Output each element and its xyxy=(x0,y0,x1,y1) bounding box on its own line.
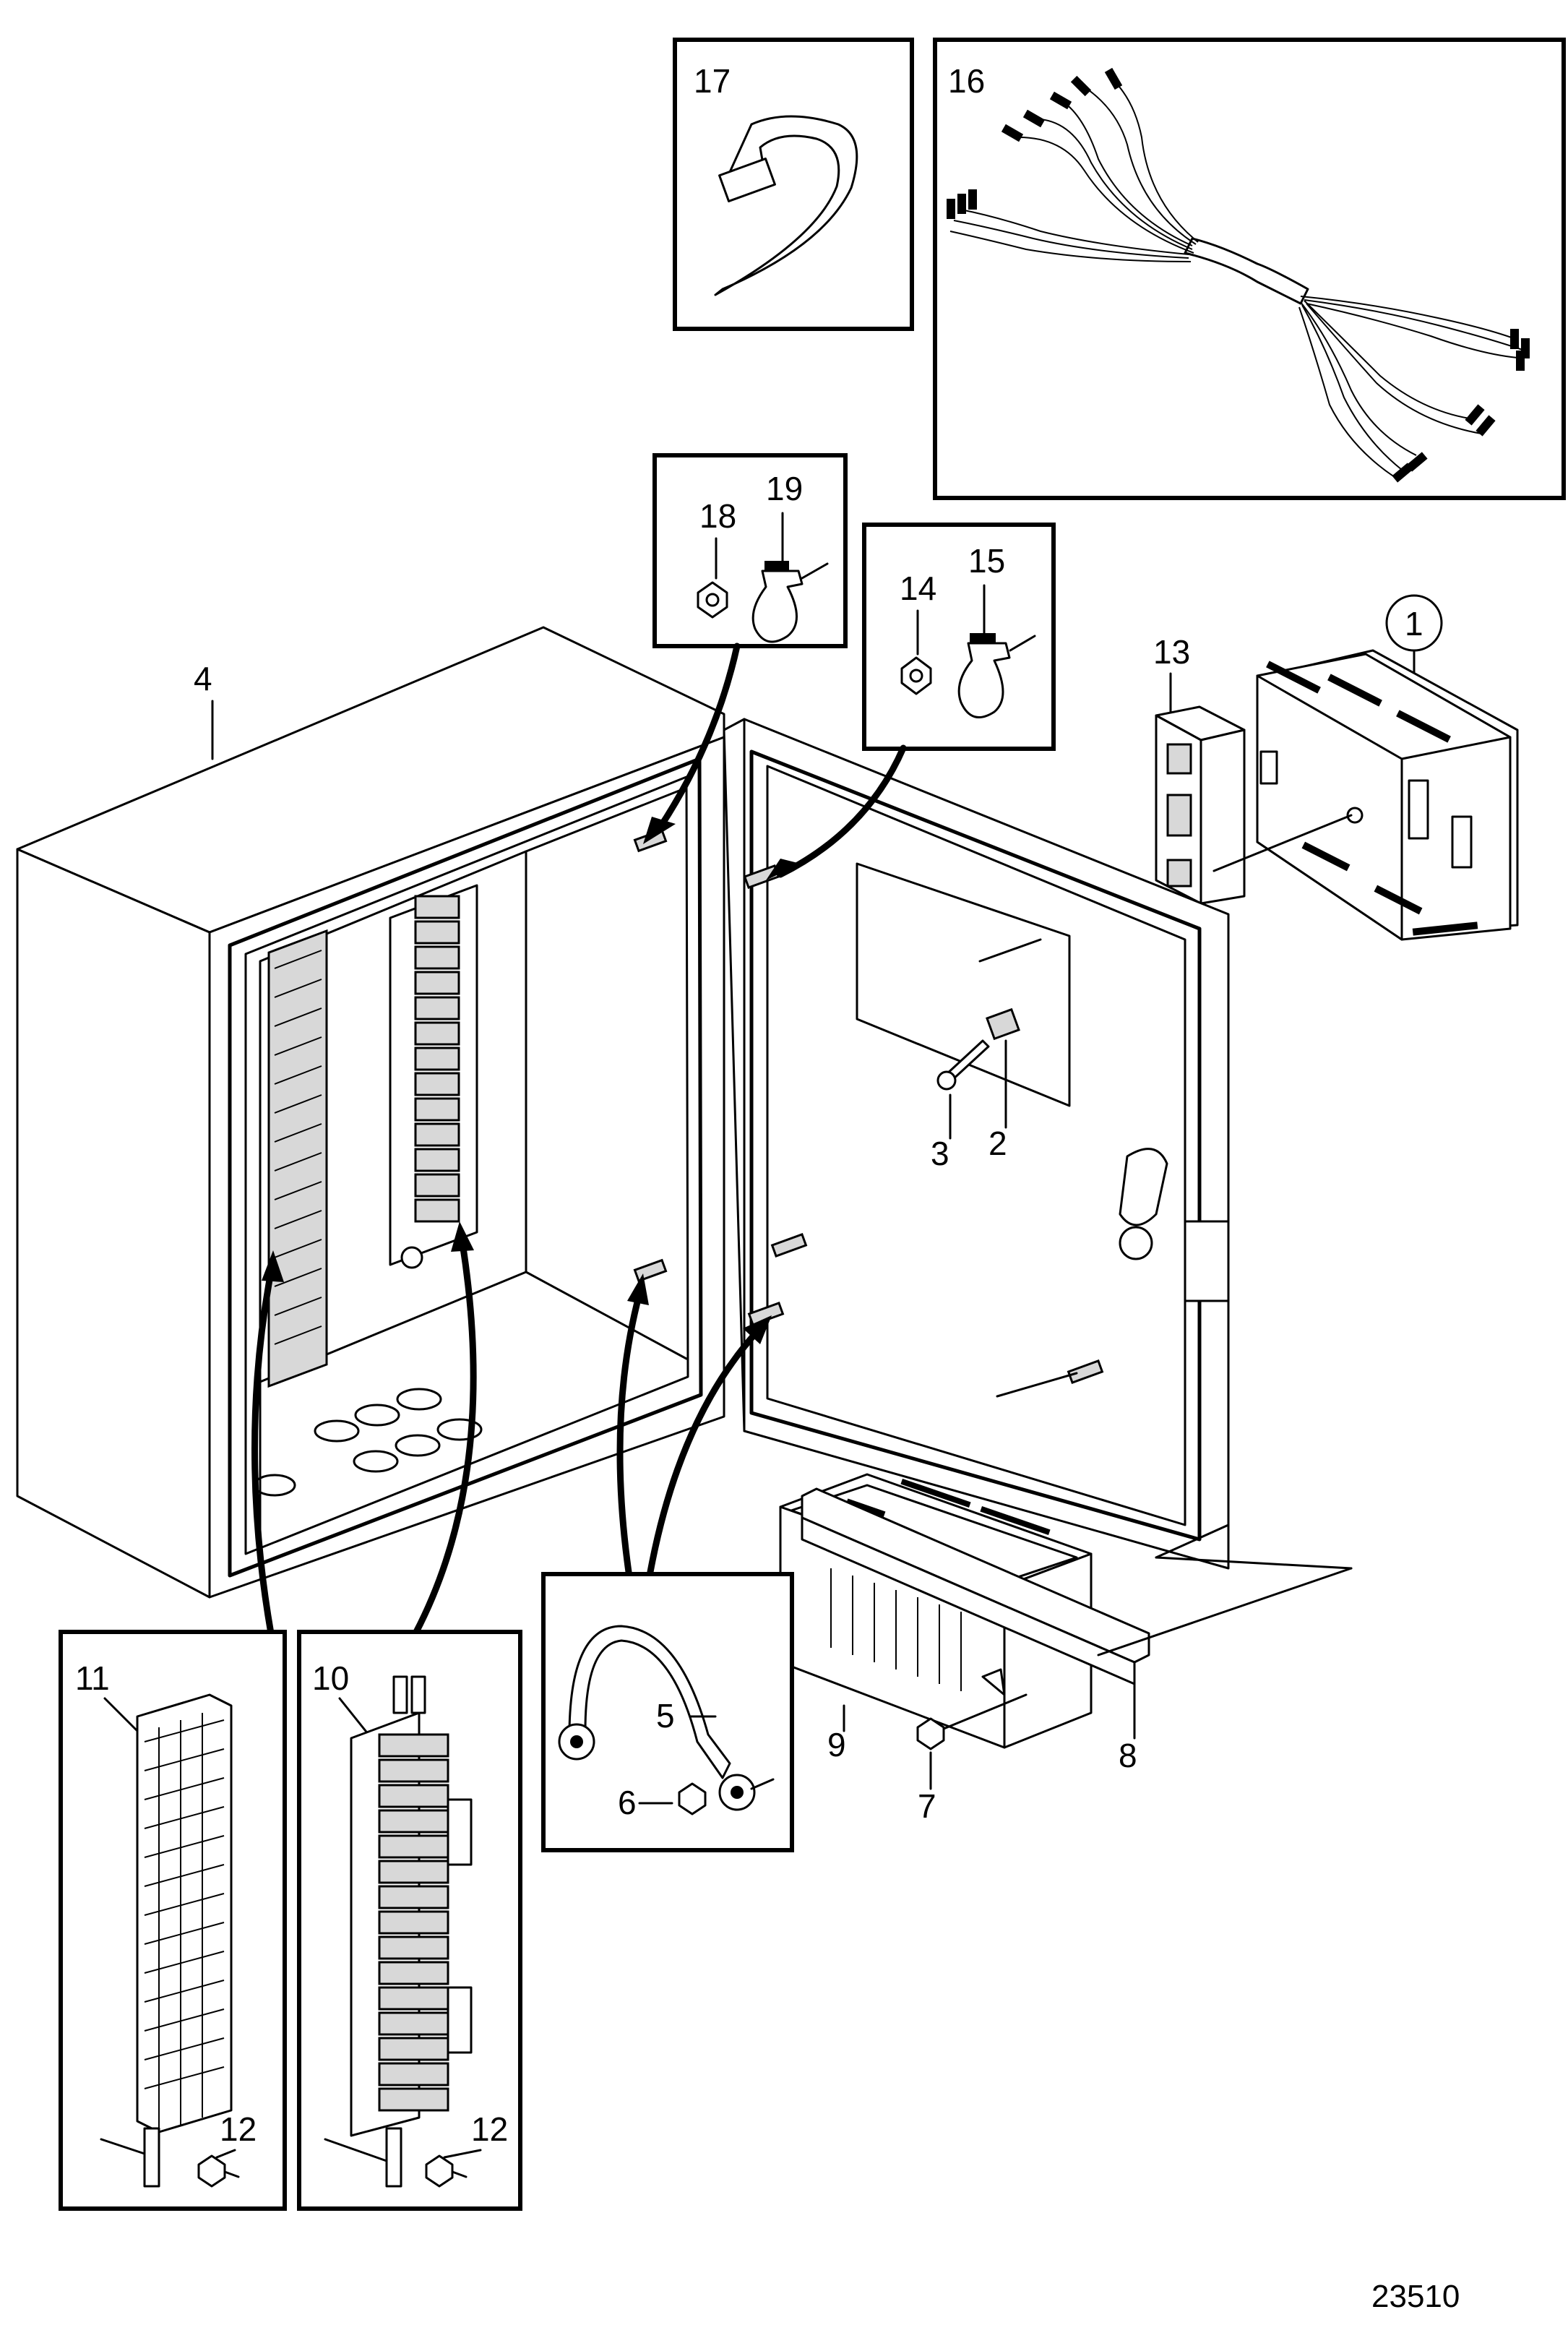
callout-15: 15 xyxy=(968,542,1005,580)
module-13: 13 xyxy=(1153,633,1353,905)
inset-clamp-14-15: 14 15 xyxy=(862,523,1056,751)
callout-7: 7 xyxy=(918,1787,936,1825)
callout-8: 8 xyxy=(1119,1737,1137,1774)
callout-1: 1 xyxy=(1405,605,1423,643)
callout-19: 19 xyxy=(766,470,803,507)
callout-2: 2 xyxy=(988,1125,1007,1162)
callout-13: 13 xyxy=(1153,633,1190,671)
callout-17: 17 xyxy=(694,62,731,100)
inset-ground-strap: 5 6 xyxy=(541,1572,794,1852)
inset-clamp-18-19: 18 19 xyxy=(652,453,848,648)
din-module-9 xyxy=(779,1473,1353,1750)
callout-6: 6 xyxy=(618,1784,637,1821)
control-module: 1 xyxy=(1256,594,1519,941)
callout-16: 16 xyxy=(948,62,985,100)
callout-18: 18 xyxy=(699,497,736,535)
enclosure-body: 4 xyxy=(16,626,725,1599)
enclosure-door xyxy=(723,718,1230,1570)
inset-cable-tie: 17 xyxy=(673,38,914,331)
callout-10: 10 xyxy=(312,1659,349,1697)
figure-reference-number: 23510 xyxy=(1371,2279,1460,2314)
callout-11: 11 xyxy=(75,1659,110,1697)
callout-12-left: 12 xyxy=(220,2110,257,2148)
callout-12-right: 12 xyxy=(471,2110,508,2148)
callout-9: 9 xyxy=(827,1726,846,1763)
callout-3: 3 xyxy=(931,1135,949,1172)
inset-terminal-blocks: 11 12 xyxy=(59,1630,287,2211)
inset-relay-rail: 10 12 xyxy=(297,1630,522,2211)
callout-14: 14 xyxy=(900,570,936,607)
callout-5: 5 xyxy=(656,1697,675,1735)
callout-4: 4 xyxy=(194,660,212,697)
leader-arrows xyxy=(251,643,907,1637)
inset-wiring-harness: 16 xyxy=(933,38,1566,500)
